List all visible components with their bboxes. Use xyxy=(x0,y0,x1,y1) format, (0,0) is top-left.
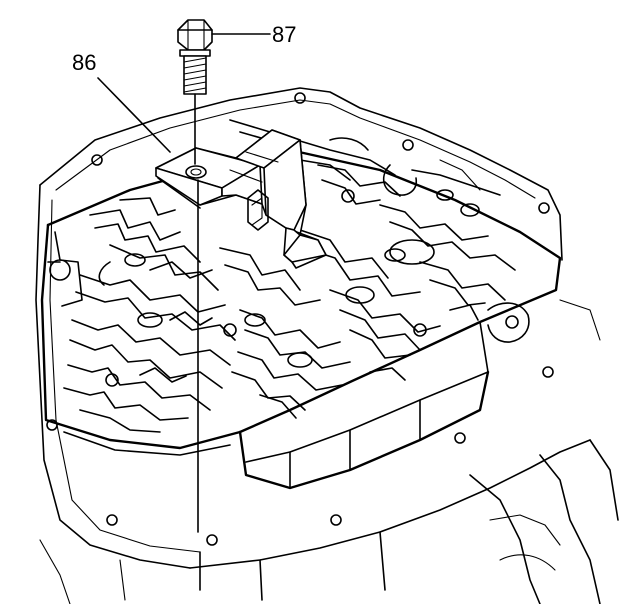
bracket-86 xyxy=(155,129,327,269)
leader-line-86 xyxy=(97,77,171,153)
bolt-87 xyxy=(177,19,213,95)
case-outer-rail xyxy=(35,87,619,604)
callout-87: 87 xyxy=(272,22,296,47)
leader-lines xyxy=(97,33,271,153)
callout-86: 86 xyxy=(72,50,96,75)
installation-axis-line xyxy=(194,93,199,533)
